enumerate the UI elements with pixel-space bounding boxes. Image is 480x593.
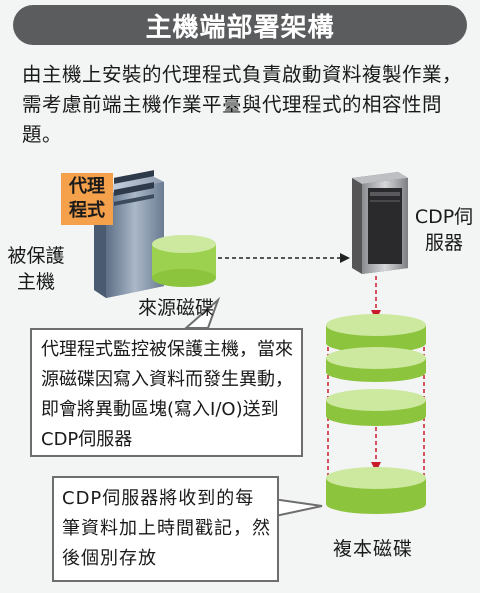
protected-host-label: 被保護主機 (7, 245, 65, 293)
source-disk-icon (152, 235, 216, 287)
replica-disk-stack (326, 314, 426, 514)
agent-tag: 代理程式 (61, 173, 113, 225)
replica-disk-label: 複本磁碟 (333, 538, 414, 560)
cdp-server-icon (352, 172, 408, 274)
callout-monitor: 代理程式監控被保護主機，當來源磁碟因寫入資料而發生異動，即會將異動區塊(寫入I/… (30, 328, 303, 457)
source-disk-label: 來源磁碟 (138, 297, 215, 319)
callout-timestamp: CDP伺服器將收到的每筆資料加上時間戳記，然後個別存放 (52, 476, 279, 582)
page-title: 主機端部署架構 (13, 5, 467, 45)
cdp-server-label: CDP伺服器 (414, 206, 474, 254)
data-flow-arrowhead (340, 253, 350, 263)
intro-text: 由主機上安裝的代理程式負責啟動資料複製作業，需考慮前端主機作業平臺與代理程式的相… (22, 63, 463, 146)
